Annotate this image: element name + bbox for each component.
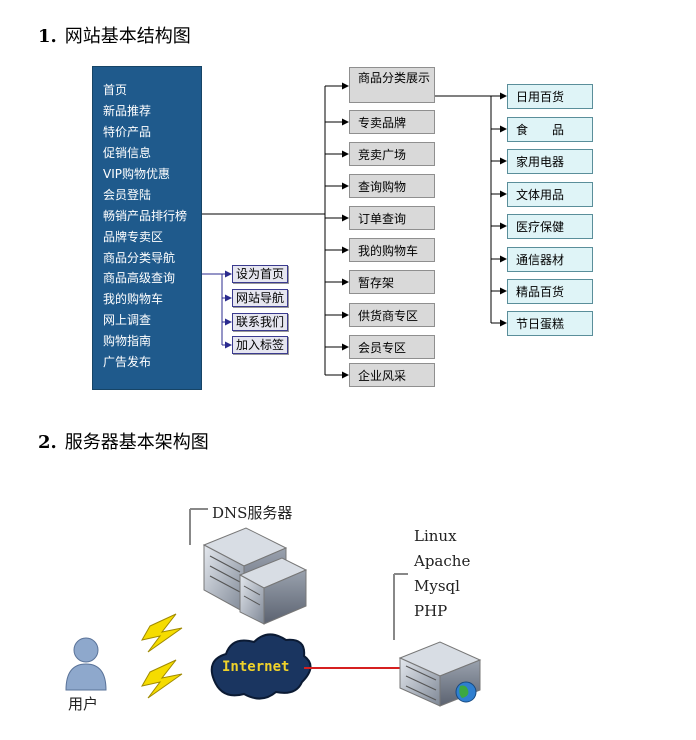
globe-icon <box>455 681 477 703</box>
main-nav-item: 新品推荐 <box>103 104 152 118</box>
dns-server-icon <box>202 527 308 625</box>
section-1-heading: 1. 网站基本结构图 <box>38 22 191 48</box>
category-box: 精品百货 <box>507 279 593 304</box>
dns-bracket <box>189 508 208 545</box>
middle-box: 订单查询 <box>349 206 435 230</box>
stack-item: Linux <box>414 527 457 545</box>
middle-box: 会员专区 <box>349 335 435 359</box>
sub-link-box: 网站导航 <box>232 289 288 307</box>
sub-link-box: 设为首页 <box>232 265 288 283</box>
main-nav-item: 我的购物车 <box>103 292 164 306</box>
main-nav-item: 网上调查 <box>103 313 152 327</box>
middle-box: 供货商专区 <box>349 303 435 327</box>
category-box: 食 品 <box>507 117 593 142</box>
dns-server-label: DNS服务器 <box>212 504 293 522</box>
main-nav-panel: 首页 新品推荐 特价产品 促销信息 VIP购物优惠 会员登陆 畅销产品排行榜 品… <box>92 66 202 390</box>
stack-item: Mysql <box>414 577 460 595</box>
main-nav-item: 促销信息 <box>103 146 152 160</box>
middle-box: 竞卖广场 <box>349 142 435 166</box>
middle-box: 企业风采 <box>349 363 435 387</box>
main-nav-item: 会员登陆 <box>103 188 152 202</box>
user-icon <box>65 637 107 691</box>
main-nav-item: VIP购物优惠 <box>103 167 170 181</box>
middle-box: 我的购物车 <box>349 238 435 262</box>
section-1-title: 网站基本结构图 <box>64 26 191 47</box>
section-1-number: 1. <box>38 26 57 47</box>
main-nav-item: 特价产品 <box>103 125 152 139</box>
main-nav-item: 品牌专卖区 <box>103 230 164 244</box>
middle-box: 查询购物 <box>349 174 435 198</box>
middle-box: 暂存架 <box>349 270 435 294</box>
web-server-icon <box>398 641 482 707</box>
category-box: 医疗保健 <box>507 214 593 239</box>
sub-link-box: 加入标签 <box>232 336 288 354</box>
section-2-number: 2. <box>38 432 57 453</box>
category-box: 文体用品 <box>507 182 593 207</box>
sub-link-box: 联系我们 <box>232 313 288 331</box>
user-label: 用户 <box>68 695 99 713</box>
internet-cloud-icon <box>210 633 312 700</box>
category-box: 家用电器 <box>507 149 593 174</box>
stack-item: PHP <box>414 602 448 620</box>
section-2-title: 服务器基本架构图 <box>64 432 209 453</box>
internet-label: Internet <box>222 659 290 675</box>
category-box: 节日蛋糕 <box>507 311 593 336</box>
stack-bracket <box>393 573 408 640</box>
category-box: 通信器材 <box>507 247 593 272</box>
middle-box: 商品分类展示 <box>349 67 435 103</box>
middle-box: 专卖品牌 <box>349 110 435 134</box>
main-nav-item: 首页 <box>103 83 128 97</box>
lightning-icon <box>141 613 183 699</box>
stack-item: Apache <box>414 552 471 570</box>
main-nav-item: 广告发布 <box>103 355 152 369</box>
category-box: 日用百货 <box>507 84 593 109</box>
main-nav-item: 商品高级查询 <box>103 271 176 285</box>
main-nav-item: 购物指南 <box>103 334 152 348</box>
main-nav-item: 商品分类导航 <box>103 251 176 265</box>
main-nav-item: 畅销产品排行榜 <box>103 209 188 223</box>
section-2-heading: 2. 服务器基本架构图 <box>38 428 209 454</box>
